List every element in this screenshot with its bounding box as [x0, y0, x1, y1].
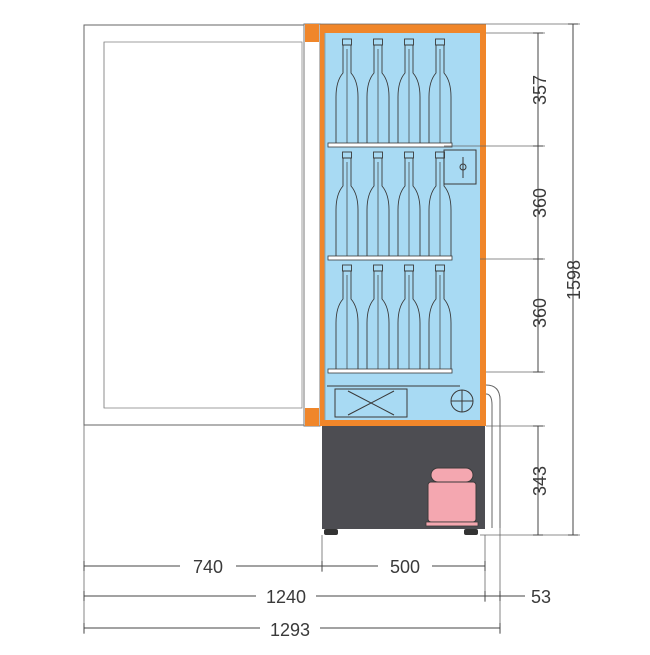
evaporator-cross-b	[347, 390, 395, 416]
compressor-icon	[427, 481, 477, 523]
label-1598: 1598	[564, 260, 584, 300]
vertical-dimensions: 357 360 360 343 1598	[320, 23, 584, 536]
door-hinge-strip	[303, 23, 321, 427]
foot-left	[324, 529, 338, 535]
label-357: 357	[530, 75, 550, 105]
label-bg-740	[180, 556, 236, 576]
rear-pipe	[485, 384, 501, 528]
hinge-bottom	[305, 408, 319, 426]
bottle-cap	[342, 151, 352, 159]
label-740: 740	[193, 557, 223, 577]
label-bg-1240	[256, 586, 316, 606]
bottle-cap	[373, 264, 383, 272]
label-360-a: 360	[530, 188, 550, 218]
bottle-cap	[404, 38, 414, 46]
bottle-cap	[435, 264, 445, 272]
shelves-group	[327, 38, 453, 374]
dim-ticks-h	[83, 561, 501, 633]
wine-shelf	[327, 368, 453, 374]
label-bg-1293	[260, 618, 320, 638]
horizontal-dimensions: 740 500 1240 53 1293	[83, 425, 551, 640]
bottle-cap	[342, 38, 352, 46]
foot-right	[464, 529, 478, 535]
bottle-cap	[404, 151, 414, 159]
compressor-base	[425, 521, 479, 527]
label-343: 343	[530, 466, 550, 496]
open-door	[83, 23, 321, 427]
bottle-cap	[435, 151, 445, 159]
bottle-cap	[435, 38, 445, 46]
cabinet-body	[320, 24, 486, 426]
wine-shelf	[327, 142, 453, 148]
door-glass-panel	[103, 41, 303, 409]
label-1240: 1240	[266, 587, 306, 607]
bottle-cap	[404, 264, 414, 272]
bottle-cap	[342, 264, 352, 272]
bottle-cap	[373, 151, 383, 159]
rear-pipe-inner	[485, 393, 493, 528]
label-bg-500	[378, 556, 432, 576]
hinge-top	[305, 24, 319, 42]
label-360-b: 360	[530, 298, 550, 328]
compressor-dome	[430, 467, 474, 483]
machine-compartment	[322, 426, 485, 535]
evaporator-box	[334, 388, 408, 418]
label-53: 53	[531, 587, 551, 607]
bottle-cap	[373, 38, 383, 46]
dim-ticks	[533, 23, 578, 536]
label-500: 500	[390, 557, 420, 577]
cabinet-interior	[325, 33, 480, 420]
label-1293: 1293	[270, 620, 310, 640]
wine-shelf	[327, 255, 453, 261]
